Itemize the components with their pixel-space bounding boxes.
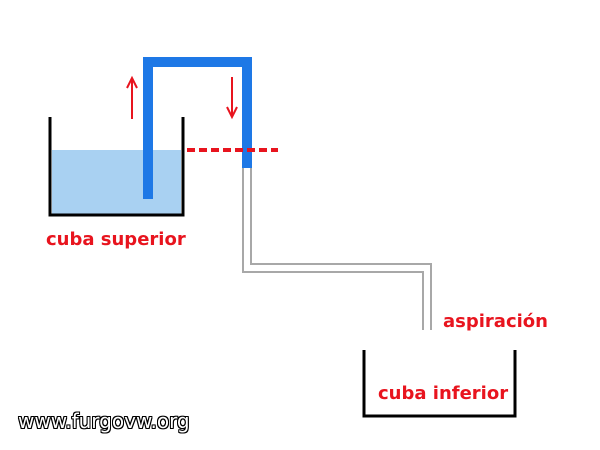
hose-empty-inner <box>244 168 430 330</box>
upper-tank-label: cuba superior <box>46 229 186 250</box>
hose-filled-section <box>143 57 252 199</box>
hose-empty-section <box>242 168 432 330</box>
suction-label: aspiración <box>443 311 548 332</box>
upper-tank <box>48 117 185 217</box>
up-arrow-icon <box>126 75 138 119</box>
website-watermark: www.furgovw.org <box>18 409 190 433</box>
upper-tank-water <box>52 150 181 214</box>
lower-tank <box>362 350 517 418</box>
down-arrow-icon <box>226 77 238 120</box>
lower-tank-label: cuba inferior <box>378 383 509 404</box>
